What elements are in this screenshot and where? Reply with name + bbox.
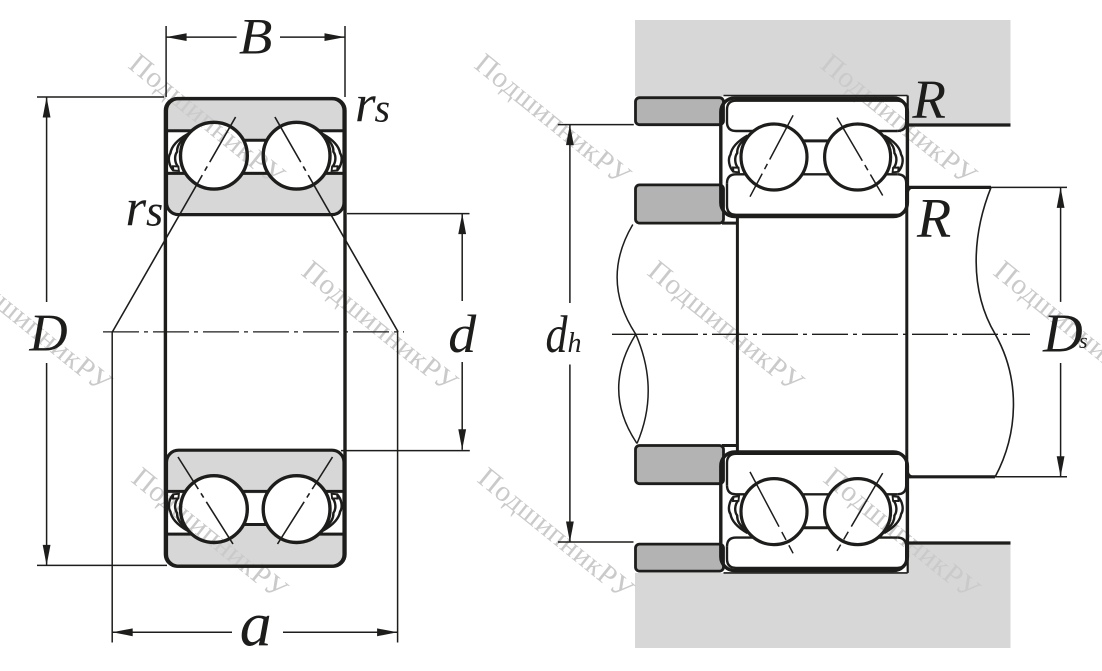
- svg-text:s: s: [375, 86, 391, 131]
- svg-text:d: d: [546, 306, 568, 364]
- svg-text:R: R: [916, 188, 951, 250]
- svg-text:R: R: [911, 69, 946, 130]
- svg-text:s: s: [146, 187, 163, 236]
- svg-text:h: h: [568, 328, 582, 359]
- svg-text:D: D: [28, 305, 67, 363]
- svg-text:B: B: [239, 9, 273, 65]
- svg-text:s: s: [1079, 328, 1088, 353]
- svg-text:D: D: [1042, 303, 1083, 364]
- svg-text:d: d: [448, 304, 477, 364]
- svg-text:r: r: [126, 179, 147, 237]
- svg-text:r: r: [355, 75, 376, 133]
- svg-text:a: a: [240, 589, 272, 660]
